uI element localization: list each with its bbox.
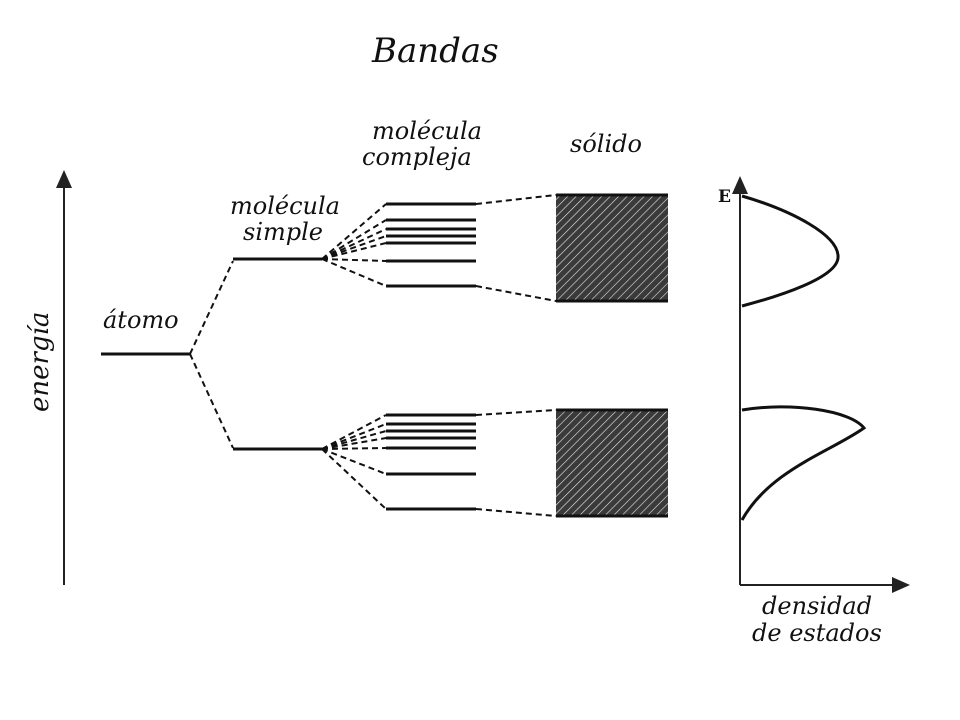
complex-molecule-label-line1: molécula xyxy=(372,117,482,145)
dos-lower-band-curve xyxy=(740,405,867,521)
lower-energy-band xyxy=(556,408,668,518)
atom-to-upper-dash xyxy=(189,260,234,355)
dos-label-line1: densidad xyxy=(762,592,872,620)
lower-fan-dashes xyxy=(321,414,387,510)
upper-energy-band xyxy=(556,193,668,303)
dos-energy-axis-label: E xyxy=(718,187,731,207)
simple-molecule-label-line1: molécula xyxy=(230,192,340,220)
lower-to-solid-bottom-dash xyxy=(475,508,557,517)
upper-fan-dashes xyxy=(321,203,387,287)
complex-molecule-label-line2: compleja xyxy=(362,143,472,171)
upper-to-solid-bottom-dash xyxy=(475,285,557,302)
simple-molecule-label-line2: simple xyxy=(243,218,323,246)
energy-axis-label: energía xyxy=(25,312,55,412)
dos-upper-band-curve xyxy=(741,194,840,308)
upper-to-solid-top-dash xyxy=(475,194,557,205)
upper-complex-levels xyxy=(386,202,476,288)
dos-label-line2: de estados xyxy=(752,619,882,647)
atom-to-lower-dash xyxy=(189,353,234,449)
diagram-title: Bandas xyxy=(371,31,499,71)
lower-complex-levels xyxy=(386,413,476,511)
atom-label: átomo xyxy=(103,306,179,334)
solid-label: sólido xyxy=(570,130,642,158)
lower-to-solid-top-dash xyxy=(475,409,557,416)
